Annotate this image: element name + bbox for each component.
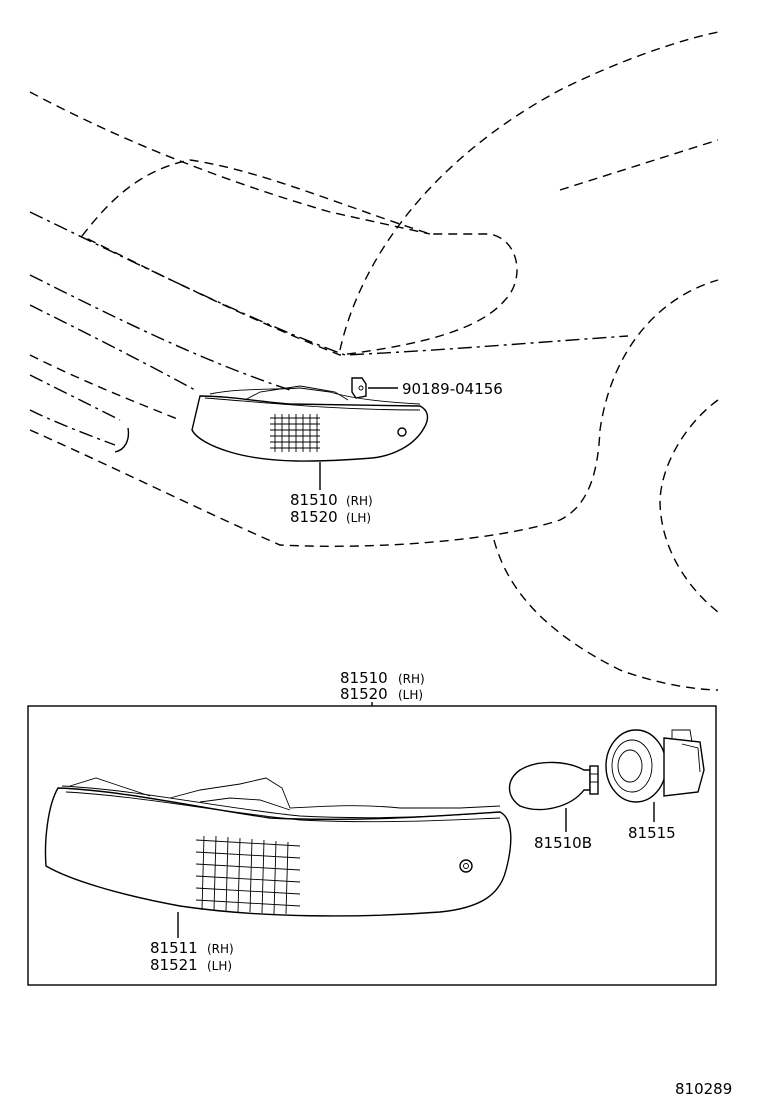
assembly-note-rh: (RH) bbox=[398, 672, 425, 686]
lens-callout: 81511 (RH) 81521 (LH) bbox=[150, 939, 234, 974]
figure-code: 810289 bbox=[675, 1080, 732, 1098]
lens-housing bbox=[44, 777, 512, 938]
assembly-detail-box bbox=[27, 705, 717, 986]
car-body-outline bbox=[29, 31, 719, 691]
bolt-icon bbox=[351, 377, 367, 399]
lens-note-lh: (LH) bbox=[207, 959, 232, 973]
assembly-part-rh: 81510 bbox=[340, 669, 388, 687]
lens-part-lh: 81521 bbox=[150, 956, 198, 974]
assembly-note-lh: (LH) bbox=[398, 688, 423, 702]
socket-part-number: 81515 bbox=[628, 824, 676, 842]
socket-icon bbox=[605, 729, 705, 822]
lens-note-rh: (RH) bbox=[207, 942, 234, 956]
bolt-part-number: 90189-04156 bbox=[402, 380, 503, 398]
lamp-lens-grid bbox=[270, 414, 320, 452]
assembly-callout: 81510 (RH) 81520 (LH) bbox=[340, 669, 425, 706]
top-lamp-callout: 81510 (RH) 81520 (LH) bbox=[290, 491, 373, 526]
top-lamp-part-rh: 81510 bbox=[290, 491, 338, 509]
top-lamp-note-lh: (LH) bbox=[346, 511, 371, 525]
lens-grid bbox=[195, 835, 301, 915]
turn-lamp-installed bbox=[191, 377, 429, 490]
lens-part-rh: 81511 bbox=[150, 939, 198, 957]
top-lamp-note-rh: (RH) bbox=[346, 494, 373, 508]
bulb-icon bbox=[508, 761, 599, 832]
assembly-part-lh: 81520 bbox=[340, 685, 388, 703]
bulb-part-number: 81510B bbox=[534, 834, 592, 852]
top-lamp-part-lh: 81520 bbox=[290, 508, 338, 526]
